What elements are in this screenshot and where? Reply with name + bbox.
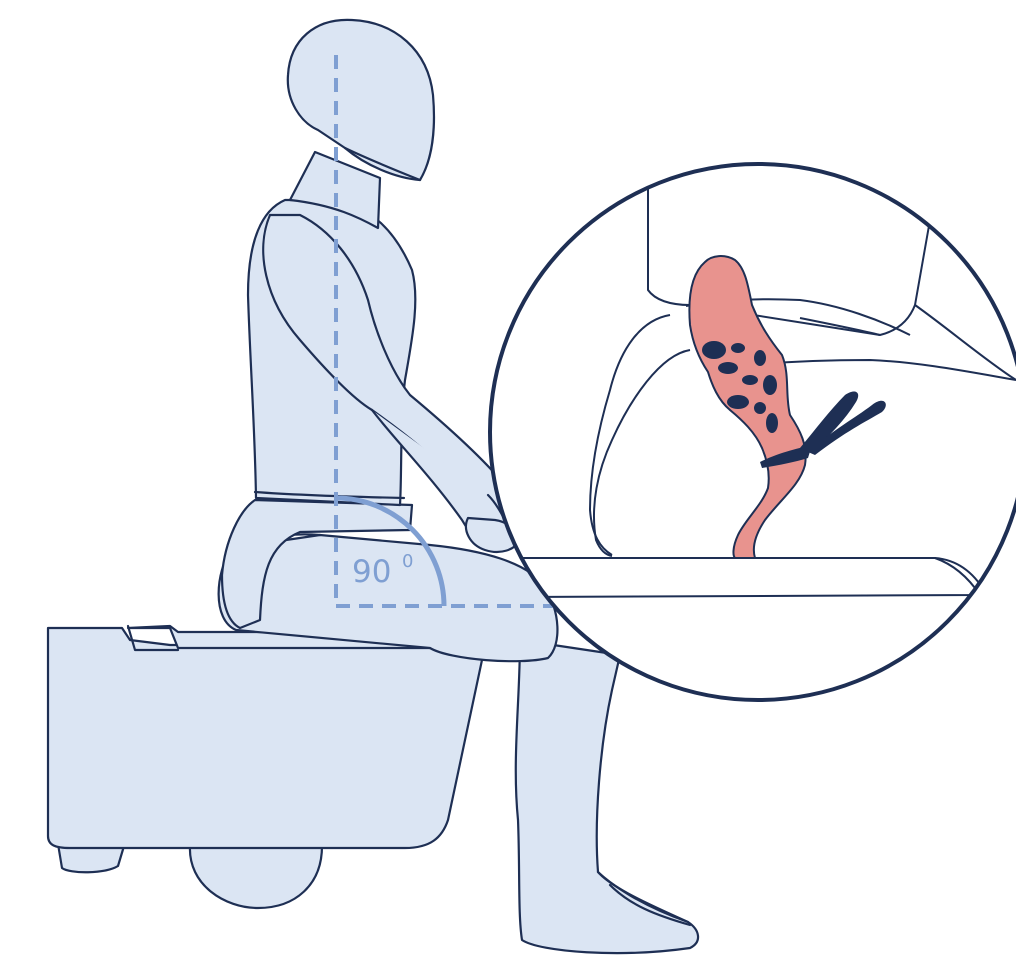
magnifier-inset-icon — [490, 164, 1016, 700]
angle-degree-symbol: 0 — [402, 551, 413, 572]
toilet-bowl-foot-right — [190, 846, 322, 908]
angle-label: 90 — [352, 554, 391, 590]
toilet-icon — [48, 628, 482, 848]
